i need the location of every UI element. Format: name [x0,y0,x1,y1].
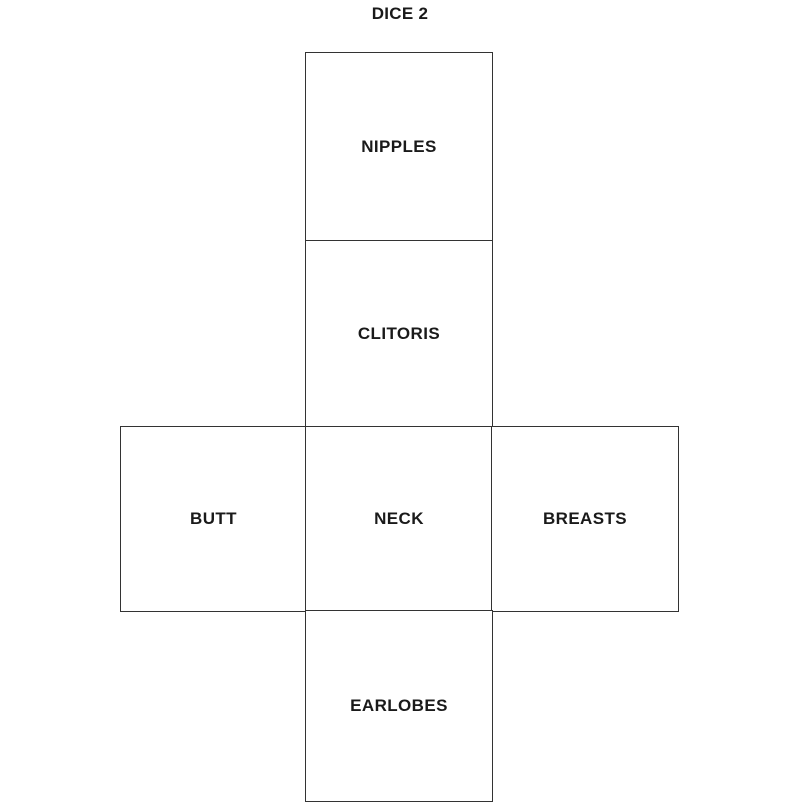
face-label-center: NECK [374,509,424,528]
dice-face-upper: CLITORIS [305,240,493,428]
face-label-upper: CLITORIS [357,324,441,343]
dice-face-top: NIPPLES [305,52,493,242]
face-label-top: NIPPLES [361,137,437,156]
dice-face-bottom: EARLOBES [305,610,493,802]
dice-face-right: BREASTS [491,426,679,612]
face-label-bottom: EARLOBES [350,696,448,715]
face-label-left: BUTT [190,509,237,528]
dice-face-left: BUTT [120,426,307,612]
dice-face-center: NECK [305,426,493,612]
face-label-right: BREASTS [542,509,628,528]
diagram-title: DICE 2 [371,4,429,23]
